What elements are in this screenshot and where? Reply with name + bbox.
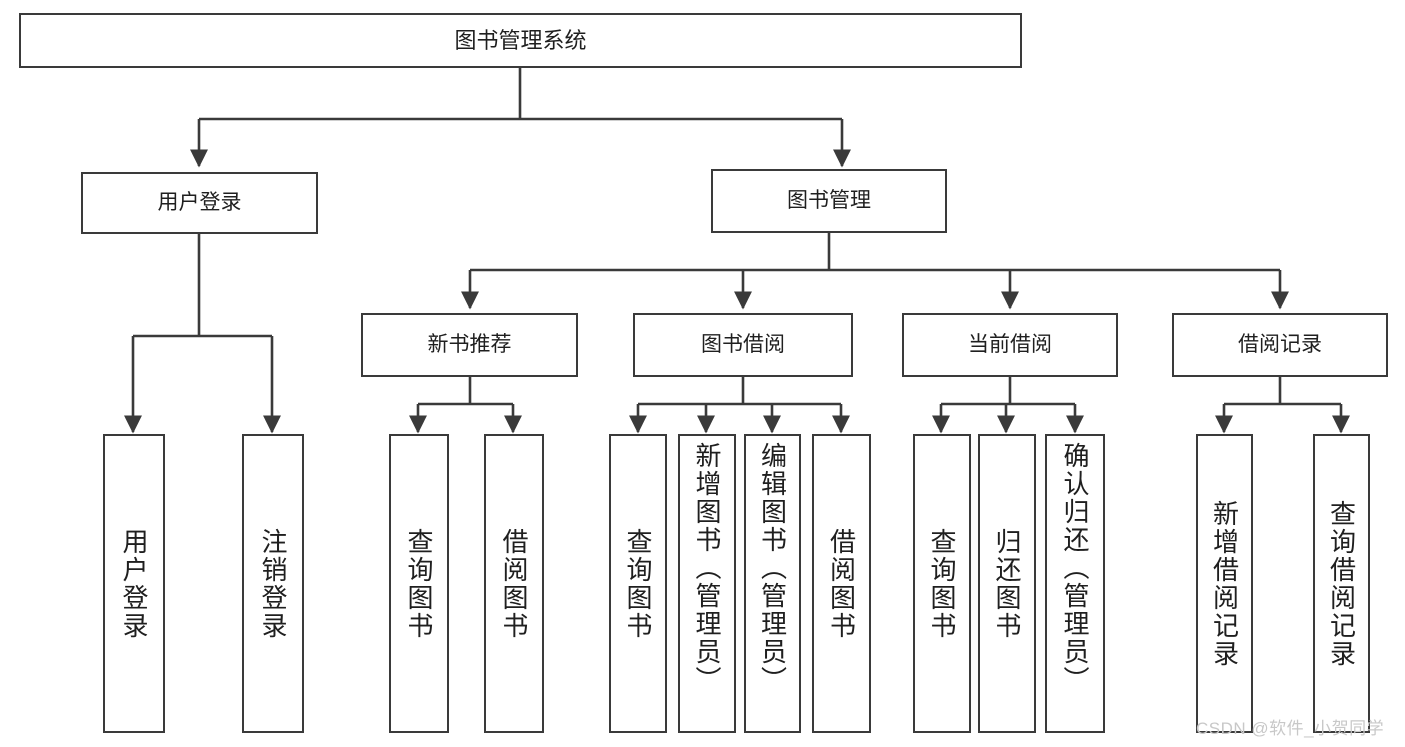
node-label: 新增图书（管理员） xyxy=(692,442,722,694)
leaf-user-login[interactable]: 用户登录 xyxy=(103,434,165,733)
node-label: 借阅记录 xyxy=(1238,332,1322,356)
node-label: 用户登录 xyxy=(119,527,149,640)
node-label: 查询图书 xyxy=(927,527,957,640)
node-label: 图书借阅 xyxy=(701,332,785,356)
node-book-manage[interactable]: 图书管理 xyxy=(711,169,947,233)
node-label: 用户登录 xyxy=(157,190,242,214)
leaf-return-book[interactable]: 归还图书 xyxy=(978,434,1036,733)
node-label: 确认归还（管理员） xyxy=(1060,442,1090,694)
leaf-edit-book-admin[interactable]: 编辑图书（管理员） xyxy=(744,434,801,733)
leaf-query-book-current[interactable]: 查询图书 xyxy=(913,434,971,733)
node-root-library-management-system[interactable]: 图书管理系统 xyxy=(19,13,1022,68)
node-current-borrow[interactable]: 当前借阅 xyxy=(902,313,1118,377)
node-label: 查询图书 xyxy=(404,527,434,640)
node-label: 借阅图书 xyxy=(826,527,857,640)
leaf-query-borrow-record[interactable]: 查询借阅记录 xyxy=(1313,434,1370,733)
node-label: 新书推荐 xyxy=(427,332,512,356)
leaf-add-book-admin[interactable]: 新增图书（管理员） xyxy=(678,434,736,733)
leaf-logout-login[interactable]: 注销登录 xyxy=(242,434,304,733)
leaf-query-book-borrow[interactable]: 查询图书 xyxy=(609,434,667,733)
node-label: 新增借阅记录 xyxy=(1209,499,1240,668)
node-borrow-record[interactable]: 借阅记录 xyxy=(1172,313,1388,377)
node-new-book-recommend[interactable]: 新书推荐 xyxy=(361,313,578,377)
leaf-query-book-recommend[interactable]: 查询图书 xyxy=(389,434,449,733)
node-label: 编辑图书（管理员） xyxy=(757,442,788,694)
node-label: 图书管理 xyxy=(787,188,871,212)
node-label: 归还图书 xyxy=(992,527,1022,640)
node-label: 图书管理系统 xyxy=(454,27,587,53)
node-label: 注销登录 xyxy=(258,527,288,640)
leaf-confirm-return-admin[interactable]: 确认归还（管理员） xyxy=(1045,434,1105,733)
node-label: 借阅图书 xyxy=(499,527,529,640)
leaf-borrow-book-borrow[interactable]: 借阅图书 xyxy=(812,434,871,733)
node-book-borrow[interactable]: 图书借阅 xyxy=(633,313,853,377)
node-label: 当前借阅 xyxy=(968,332,1052,356)
node-user-login[interactable]: 用户登录 xyxy=(81,172,318,234)
node-label: 查询图书 xyxy=(623,527,653,640)
leaf-add-borrow-record[interactable]: 新增借阅记录 xyxy=(1196,434,1253,733)
leaf-borrow-book-recommend[interactable]: 借阅图书 xyxy=(484,434,544,733)
node-label: 查询借阅记录 xyxy=(1326,499,1357,668)
